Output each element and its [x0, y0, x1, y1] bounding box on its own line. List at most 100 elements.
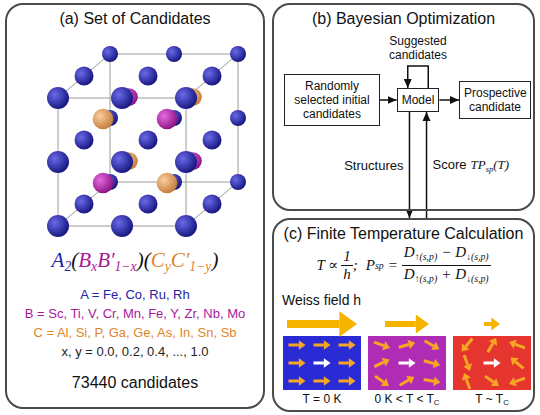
atom-a [175, 215, 197, 237]
edge-label: ScoreTPsp(T) [433, 157, 510, 174]
subscript: 1−y [189, 259, 211, 274]
spin-square [453, 336, 531, 390]
temperature-label: T ~ TC [445, 392, 539, 407]
probe-spin-head [324, 358, 331, 368]
spin-arrow-head [433, 377, 440, 386]
panel-title: (c) Finite Temperature Calculation [284, 225, 524, 243]
spin-arrow-head [463, 363, 472, 371]
temperature-text: T ~ T [475, 392, 503, 406]
connector [409, 112, 411, 218]
spin-arrow [289, 380, 299, 383]
element-list: x, y = 0.0, 0.2, 0.4, ..., 1.0 [5, 344, 265, 359]
atom-a [139, 131, 158, 150]
spin-arrow [339, 344, 349, 347]
spin-arrow [375, 376, 384, 382]
atom-a [47, 151, 69, 173]
subscript: y [165, 259, 171, 274]
element-list-text: x, y = 0.0, 0.2, 0.4, ..., 1.0 [61, 344, 208, 359]
formula-symbol: ) [211, 248, 218, 272]
spin-arrow [424, 361, 434, 364]
subscript: C [503, 398, 509, 407]
spin-square [283, 336, 361, 390]
formula-symbol: B′ [97, 248, 114, 272]
atom-a [75, 131, 94, 150]
formula-symbol: A [52, 248, 65, 272]
spin-arrow-head [408, 340, 416, 349]
spin-arrow-head [431, 342, 439, 350]
atom-a [111, 87, 133, 109]
process-box: Prospective candidate [459, 81, 531, 119]
spin-arrow [515, 378, 525, 382]
candidate-count: 73440 candidates [5, 374, 265, 392]
spin-arrow-head [509, 340, 517, 349]
spin-arrow [424, 380, 434, 382]
spin-arrow-head [299, 358, 306, 368]
formula-symbol: − [441, 244, 451, 260]
formula-symbol: P [366, 257, 375, 273]
spin-arrow [374, 362, 383, 366]
spin-arrow [314, 380, 324, 383]
atom-a [175, 151, 197, 173]
subscript: ↓(s,p) [466, 251, 488, 262]
spin-arrow-head [509, 377, 517, 386]
atom-a [75, 67, 94, 86]
chemical-formula: A2(BxB′1−x)(CyC′1−y) [5, 248, 265, 275]
atom-a [203, 131, 222, 150]
subscript: 1−x [115, 259, 137, 274]
panel: (c) Finite Temperature Calculation [272, 218, 535, 412]
formula-symbol: ; [353, 257, 358, 273]
temperature-label: T = 0 K [275, 392, 369, 406]
weiss-field-arrow [385, 321, 416, 327]
edge-label-text: Structures [344, 158, 403, 173]
spin-arrow [464, 355, 468, 365]
formula-symbol: D [455, 266, 466, 282]
box-text: Model [402, 93, 435, 107]
loop-label: Suggested candidates [378, 34, 458, 62]
formula-symbol: = [388, 257, 398, 273]
weiss-field-arrow-head [416, 314, 429, 333]
spin-arrow-head [324, 376, 331, 386]
element-list: B = Sc, Ti, V, Cr, Mn, Fe, Y, Zr, Nb, Mo [5, 306, 265, 321]
formula-symbol: ) [137, 248, 144, 272]
spin-arrow [339, 362, 349, 365]
spin-arrow-head [324, 340, 331, 350]
numerator: 1 [341, 248, 353, 265]
spin-arrow-head [489, 338, 497, 346]
denominator: h [341, 265, 353, 283]
numerator: D↑(s,p)−D↓(s,p) [402, 244, 491, 265]
formula-symbol: C [151, 248, 165, 272]
element-list: A = Fe, Co, Ru, Rh [5, 287, 265, 302]
weiss-field-label: Weiss field h [282, 292, 361, 308]
atom-a [230, 46, 246, 62]
spin-arrow-head [349, 376, 356, 386]
process-box: Model [397, 88, 440, 112]
subscript: ↑(s,p) [415, 273, 437, 284]
weiss-field-text: Weiss field h [282, 292, 361, 308]
atom-a [75, 195, 94, 214]
candidate-count-text: 73440 candidates [72, 374, 198, 391]
feedback-loop [408, 66, 428, 88]
spin-arrow [289, 362, 299, 365]
spin-arrow-head [299, 376, 306, 386]
element-list-text: A = Fe, Co, Ru, Rh [80, 287, 189, 302]
process-box: Randomly selected initial candidates [284, 74, 380, 126]
spin-arrow [400, 380, 409, 385]
spin-arrow [488, 343, 493, 352]
spin-arrow [339, 380, 349, 383]
spin-arrow [466, 379, 470, 389]
box-text: Prospective candidate [464, 86, 526, 114]
formula-symbol: + [441, 266, 451, 282]
box-text: Randomly selected initial candidates [289, 79, 375, 121]
fraction: D↑(s,p)−D↓(s,p)D↑(s,p)+D↓(s,p) [402, 244, 491, 287]
formula-symbol: B [78, 248, 91, 272]
atom-a [175, 87, 197, 109]
temperature-formula: T ∝1h;Psp=D↑(s,p)−D↓(s,p)D↑(s,p)+D↓(s,p) [272, 244, 535, 287]
atom-b [157, 109, 178, 130]
score-symbol: TP [471, 157, 486, 172]
subscript: C [434, 398, 440, 407]
weiss-field-arrow [484, 322, 491, 326]
atom-a [139, 67, 158, 86]
element-list: C = Al, Si, P, Ga, Ge, As, In, Sn, Sb [5, 325, 265, 340]
atom-b [93, 173, 114, 194]
